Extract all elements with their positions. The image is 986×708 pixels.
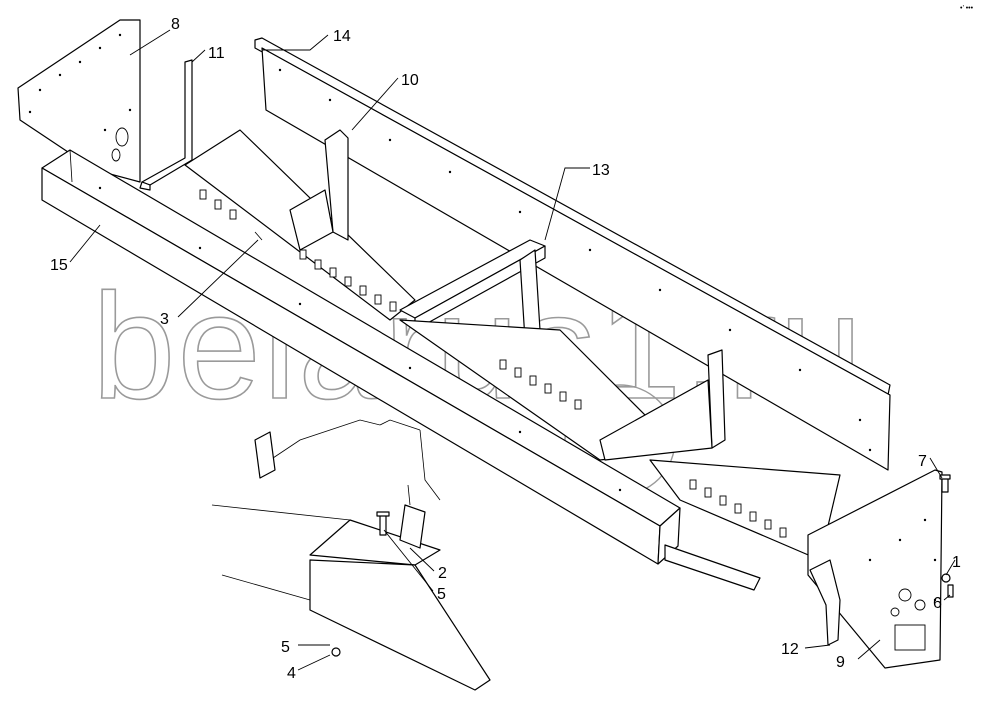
callout-10: 10 — [401, 72, 419, 89]
callout-12: 12 — [781, 641, 799, 658]
callout-7: 7 — [918, 453, 927, 470]
part-7-bolt — [939, 474, 951, 493]
callout-2: 2 — [438, 565, 447, 582]
part-11-angle-bracket — [139, 59, 193, 191]
leader-lines — [69, 29, 956, 671]
corner-mark: •’ ••• — [960, 5, 974, 12]
part-1-nut — [941, 573, 951, 583]
callout-5-lower: 5 — [281, 639, 290, 656]
callout-4: 4 — [287, 665, 296, 682]
right-upright-post — [599, 349, 726, 461]
callouts: 8 11 14 10 13 15 3 7 1 6 2 5 5 4 12 9 — [50, 16, 961, 682]
callout-11: 11 — [208, 45, 225, 62]
callout-8: 8 — [171, 16, 180, 33]
part-13-crossbar — [399, 239, 546, 341]
detail-inset — [211, 419, 491, 691]
part-14-rear-wall — [254, 37, 891, 471]
part-9-right-end-plate — [807, 469, 943, 669]
part-12-bracket — [809, 559, 841, 646]
part-15-front-beam — [41, 149, 761, 591]
callout-1: 1 — [952, 554, 961, 571]
callout-5-upper: 5 — [437, 586, 446, 603]
callout-6: 6 — [933, 595, 942, 612]
callout-15: 15 — [50, 257, 68, 274]
part-8-left-end-plate — [17, 19, 141, 183]
callout-3: 3 — [160, 311, 169, 328]
callout-14: 14 — [333, 28, 351, 45]
part-3-bolt — [254, 231, 263, 241]
part-10-upright-post — [289, 129, 349, 251]
part-6-bolt — [947, 584, 954, 598]
callout-9: 9 — [836, 654, 845, 671]
callout-13: 13 — [592, 162, 610, 179]
